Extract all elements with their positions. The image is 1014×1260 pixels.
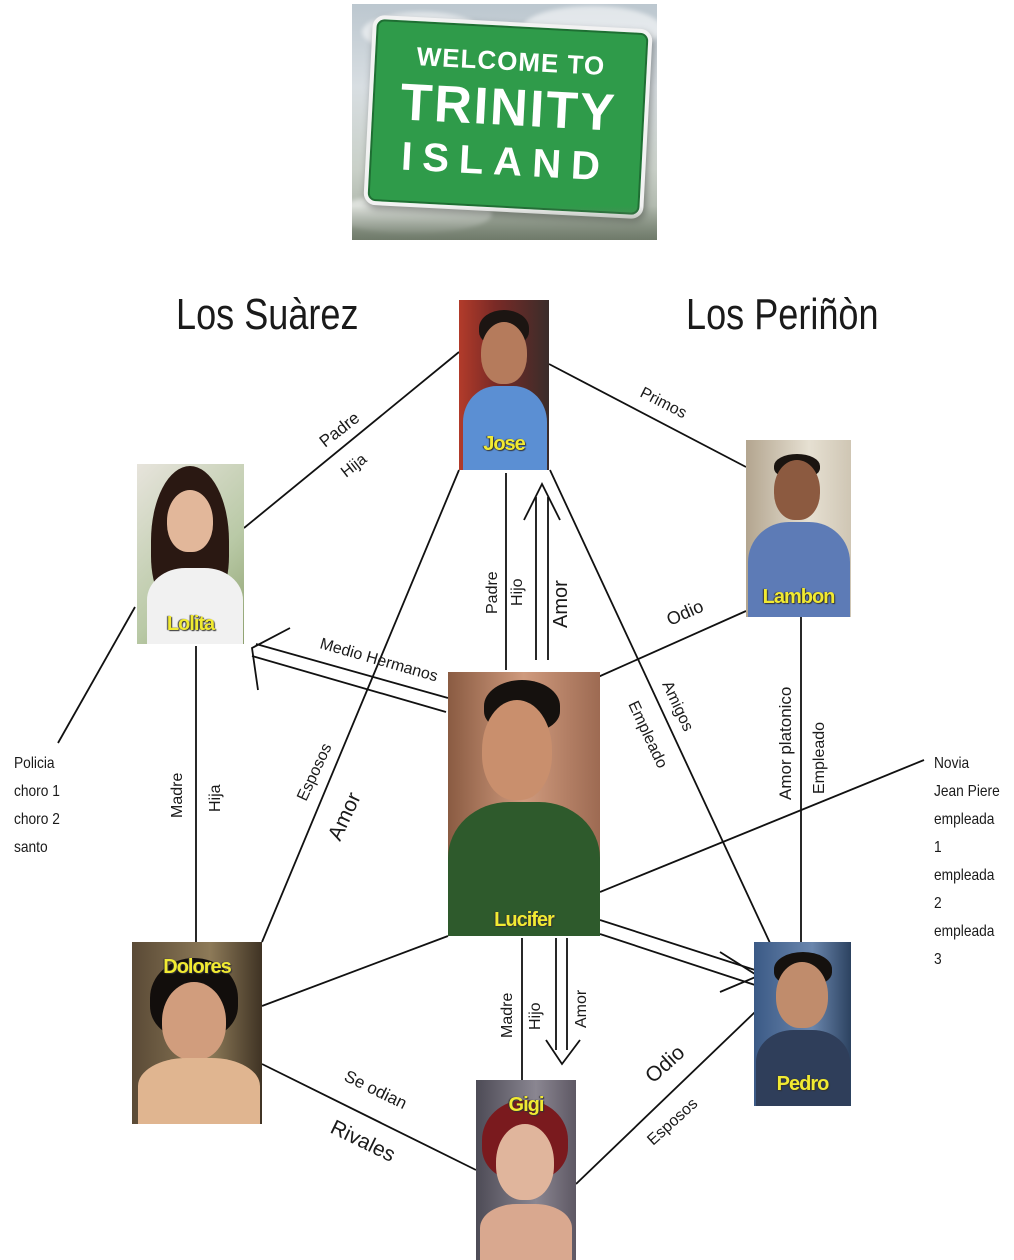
name-label-pedro: Pedro <box>776 1073 830 1095</box>
link-lucifer-lolita-2 <box>251 655 447 713</box>
label-padre-hijo-hijo: Hijo <box>509 578 526 606</box>
list-item: choro 1 <box>14 783 60 800</box>
list-item: Novia <box>934 755 970 772</box>
link-amor-arrow-head <box>523 481 561 521</box>
link-lucifer-pedro-1 <box>599 919 756 971</box>
list-item: Jean Piere <box>934 783 1000 800</box>
label-odio-pedro: Odio <box>641 1041 689 1088</box>
list-item: santo <box>14 839 48 856</box>
label-amor-jose: Amor <box>550 580 572 628</box>
link-gigi-pedro <box>575 1011 756 1185</box>
label-amor-gigi: Amor <box>573 989 590 1028</box>
link-jose-lolita <box>243 351 460 529</box>
label-hijo-gigi: Hijo <box>527 1002 544 1030</box>
link-lucifer-lolita-1 <box>255 643 449 699</box>
label-amor-dolores: Amor <box>324 789 366 844</box>
label-amigos: Amigos <box>658 679 696 735</box>
link-lucifer-list <box>599 759 925 893</box>
label-madre-lolita: Madre <box>169 773 186 818</box>
name-label-lucifer: Lucifer <box>494 909 555 931</box>
list-item: choro 2 <box>14 811 60 828</box>
label-madre-gigi: Madre <box>499 993 516 1038</box>
link-jose-pedro <box>549 469 771 944</box>
portrait-lolita: Lolita <box>137 464 244 644</box>
label-amor-platonico: Amor platonico <box>776 687 795 800</box>
link-lolita-list <box>57 606 136 744</box>
portrait-jose: Jose <box>459 300 549 470</box>
link-lucifer-pedro-2 <box>599 933 756 986</box>
secondary-characters-left: Policia choro 1 choro 2 santo <box>14 750 60 862</box>
label-se-odian: Se odian <box>341 1067 410 1114</box>
family-heading-suarez: Los Suàrez <box>176 290 359 339</box>
list-item: empleada 3 <box>934 923 995 968</box>
label-empleado-jose: Empleado <box>624 699 670 772</box>
list-item: empleada 2 <box>934 867 995 912</box>
link-jose-lambon <box>548 363 747 468</box>
label-rivales: Rivales <box>327 1116 399 1167</box>
name-label-jose: Jose <box>483 433 526 455</box>
sign-landscape <box>352 206 657 240</box>
label-primos: Primos <box>637 384 689 422</box>
name-label-gigi: Gigi <box>508 1094 545 1116</box>
label-padre-hijo-padre: Padre <box>484 571 501 614</box>
label-padre: Padre <box>316 408 363 451</box>
portrait-dolores: Dolores <box>132 942 262 1124</box>
link-lambon-lucifer <box>597 610 747 678</box>
name-label-lambon: Lambon <box>762 586 836 608</box>
portrait-lucifer: Lucifer <box>448 672 600 936</box>
link-lucifer-dolores <box>261 935 449 1007</box>
list-item: empleada 1 <box>934 811 995 856</box>
link-jose-dolores <box>261 469 460 943</box>
label-esposos-pedro: Esposos <box>644 1095 701 1149</box>
label-esposos-dolores: Esposos <box>294 741 335 804</box>
label-hija: Hija <box>338 451 370 481</box>
secondary-characters-right: Novia Jean Piere empleada 1 empleada 2 e… <box>934 750 1003 974</box>
link-lucifer-pedro-arrow <box>719 951 760 993</box>
family-heading-perinon: Los Periñòn <box>686 290 879 339</box>
label-hija-lolita: Hija <box>207 784 224 812</box>
portrait-lambon: Lambon <box>746 440 851 617</box>
list-item: Policia <box>14 755 55 772</box>
label-empleado-lambon: Empleado <box>811 722 828 794</box>
link-amor-down-head <box>545 1039 581 1066</box>
label-odio-lambon: Odio <box>663 596 706 630</box>
name-label-dolores: Dolores <box>163 956 231 978</box>
portrait-pedro: Pedro <box>754 942 851 1106</box>
link-dolores-gigi <box>261 1063 477 1171</box>
link-medio-hermanos-arrow <box>251 627 291 691</box>
name-label-lolita: Lolita <box>166 613 215 635</box>
welcome-sign-image: WELCOME TO TRINITY ISLAND <box>352 4 657 240</box>
portrait-gigi: Gigi <box>476 1080 576 1260</box>
